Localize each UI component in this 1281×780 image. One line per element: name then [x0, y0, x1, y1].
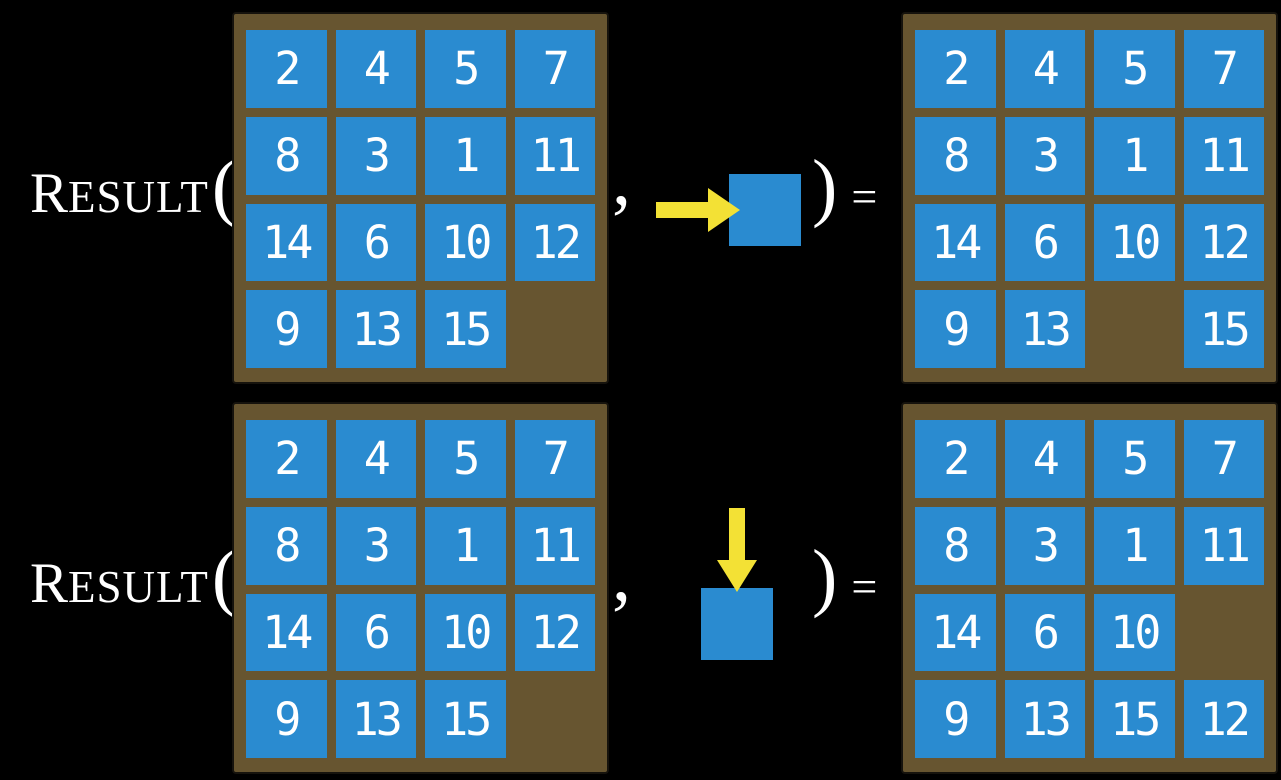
tile-14: 14 [915, 593, 996, 672]
function-name-initial: R [30, 552, 69, 615]
tile-13: 13 [335, 680, 416, 758]
tile-11: 11 [1183, 116, 1264, 195]
argument-comma-2: , [612, 533, 631, 617]
tile-13: 13 [1004, 680, 1085, 758]
tile-12: 12 [1183, 680, 1264, 758]
empty-cell [1184, 594, 1265, 672]
tile-13: 13 [1004, 290, 1085, 368]
tile-15: 15 [425, 290, 506, 368]
moving-tile-square-1 [729, 174, 801, 246]
tile-15: 15 [425, 680, 506, 758]
tile-8: 8 [915, 506, 996, 585]
tile-1: 1 [425, 506, 506, 585]
tile-14: 14 [246, 593, 327, 672]
tile-8: 8 [915, 116, 996, 195]
result-function-label-1: R ESULT ( [30, 149, 237, 225]
tile-9: 9 [246, 680, 327, 758]
tile-11: 11 [514, 506, 595, 585]
tile-11: 11 [1183, 506, 1264, 585]
tile-12: 12 [514, 593, 595, 672]
function-name-rest: ESULT [68, 172, 209, 222]
equals-sign: = [851, 171, 878, 222]
tile-3: 3 [335, 116, 416, 195]
tile-9: 9 [915, 680, 996, 758]
close-paren: ) [812, 145, 838, 229]
tile-2: 2 [915, 30, 996, 108]
tile-14: 14 [246, 203, 327, 282]
tile-5: 5 [425, 420, 506, 498]
tile-6: 6 [335, 203, 416, 282]
tile-4: 4 [1004, 30, 1085, 108]
tile-10: 10 [1094, 593, 1175, 672]
tile-9: 9 [246, 290, 327, 368]
tile-9: 9 [915, 290, 996, 368]
close-paren-equals-1: ) = [812, 149, 877, 225]
tile-12: 12 [514, 203, 595, 282]
tile-10: 10 [425, 593, 506, 672]
tile-2: 2 [246, 420, 327, 498]
tile-8: 8 [246, 506, 327, 585]
down-arrow-icon [717, 508, 757, 592]
tile-6: 6 [335, 593, 416, 672]
tile-4: 4 [335, 30, 416, 108]
function-name-rest: ESULT [68, 562, 209, 612]
tile-3: 3 [335, 506, 416, 585]
right-arrow-icon [656, 188, 740, 232]
tile-15: 15 [1094, 680, 1175, 758]
empty-cell [1094, 290, 1175, 368]
tile-1: 1 [425, 116, 506, 195]
tile-5: 5 [425, 30, 506, 108]
tile-7: 7 [1183, 30, 1264, 108]
close-paren: ) [812, 535, 838, 619]
tile-4: 4 [335, 420, 416, 498]
tile-15: 15 [1183, 290, 1264, 368]
tile-2: 2 [246, 30, 327, 108]
moving-tile-square-2 [701, 588, 773, 660]
tile-14: 14 [915, 203, 996, 282]
result-function-label-2: R ESULT ( [30, 539, 237, 615]
equals-sign: = [851, 561, 878, 612]
function-name-initial: R [30, 162, 69, 225]
argument-comma-1: , [612, 137, 631, 221]
tile-10: 10 [425, 203, 506, 282]
tile-7: 7 [514, 30, 595, 108]
tile-3: 3 [1004, 506, 1085, 585]
tile-1: 1 [1094, 506, 1175, 585]
tile-10: 10 [1094, 203, 1175, 282]
tile-6: 6 [1004, 593, 1085, 672]
tile-2: 2 [915, 420, 996, 498]
tile-5: 5 [1094, 420, 1175, 498]
tile-7: 7 [1183, 420, 1264, 498]
tile-7: 7 [514, 420, 595, 498]
tile-8: 8 [246, 116, 327, 195]
close-paren-equals-2: ) = [812, 539, 877, 615]
tile-12: 12 [1183, 203, 1264, 282]
empty-cell [515, 680, 596, 758]
tile-11: 11 [514, 116, 595, 195]
tile-13: 13 [335, 290, 416, 368]
tile-1: 1 [1094, 116, 1175, 195]
tile-6: 6 [1004, 203, 1085, 282]
tile-5: 5 [1094, 30, 1175, 108]
tile-3: 3 [1004, 116, 1085, 195]
tile-4: 4 [1004, 420, 1085, 498]
empty-cell [515, 290, 596, 368]
